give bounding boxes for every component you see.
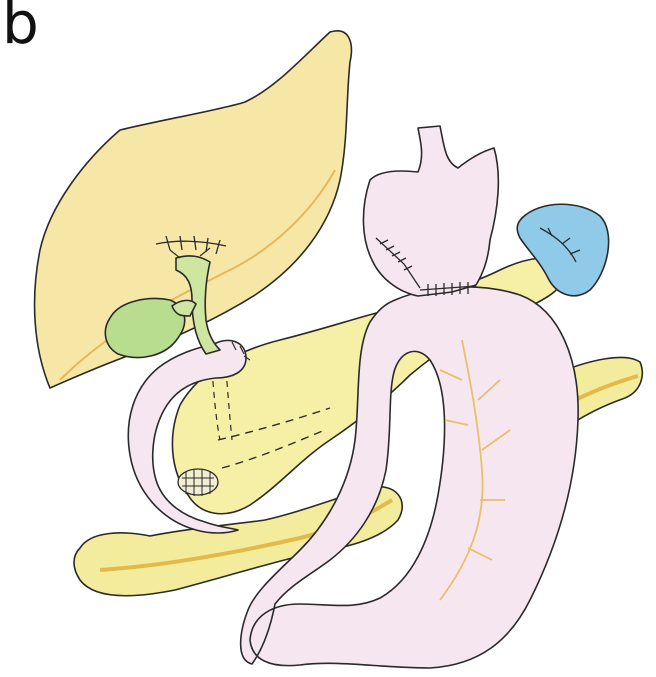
mesenteric-vessels [439, 339, 511, 601]
common-duct-dashed-2 [225, 369, 233, 441]
jejunal-loop [239, 285, 579, 669]
liver-inner-edge [59, 169, 336, 381]
anastomosis-mesh [177, 468, 219, 496]
panel-label: b [2, 0, 39, 57]
stomach [362, 125, 500, 297]
gallbladder [104, 297, 186, 359]
pancreatic-duct [217, 407, 331, 441]
biliary-limb-suture [231, 341, 251, 361]
gastric-suture-line [375, 237, 421, 289]
pancreatic-duct-2 [221, 429, 326, 469]
liver [33, 30, 353, 389]
common-bile-duct [175, 255, 221, 355]
duct-branches [169, 247, 211, 259]
common-duct-dashed [211, 369, 221, 441]
spleen [516, 203, 610, 297]
biliary-limb [127, 339, 247, 534]
hepatic-duct-suture [155, 235, 227, 255]
cystic-duct [171, 299, 197, 317]
gastrojejunal-suture-line [419, 282, 477, 296]
splenic-vessels [539, 227, 581, 263]
